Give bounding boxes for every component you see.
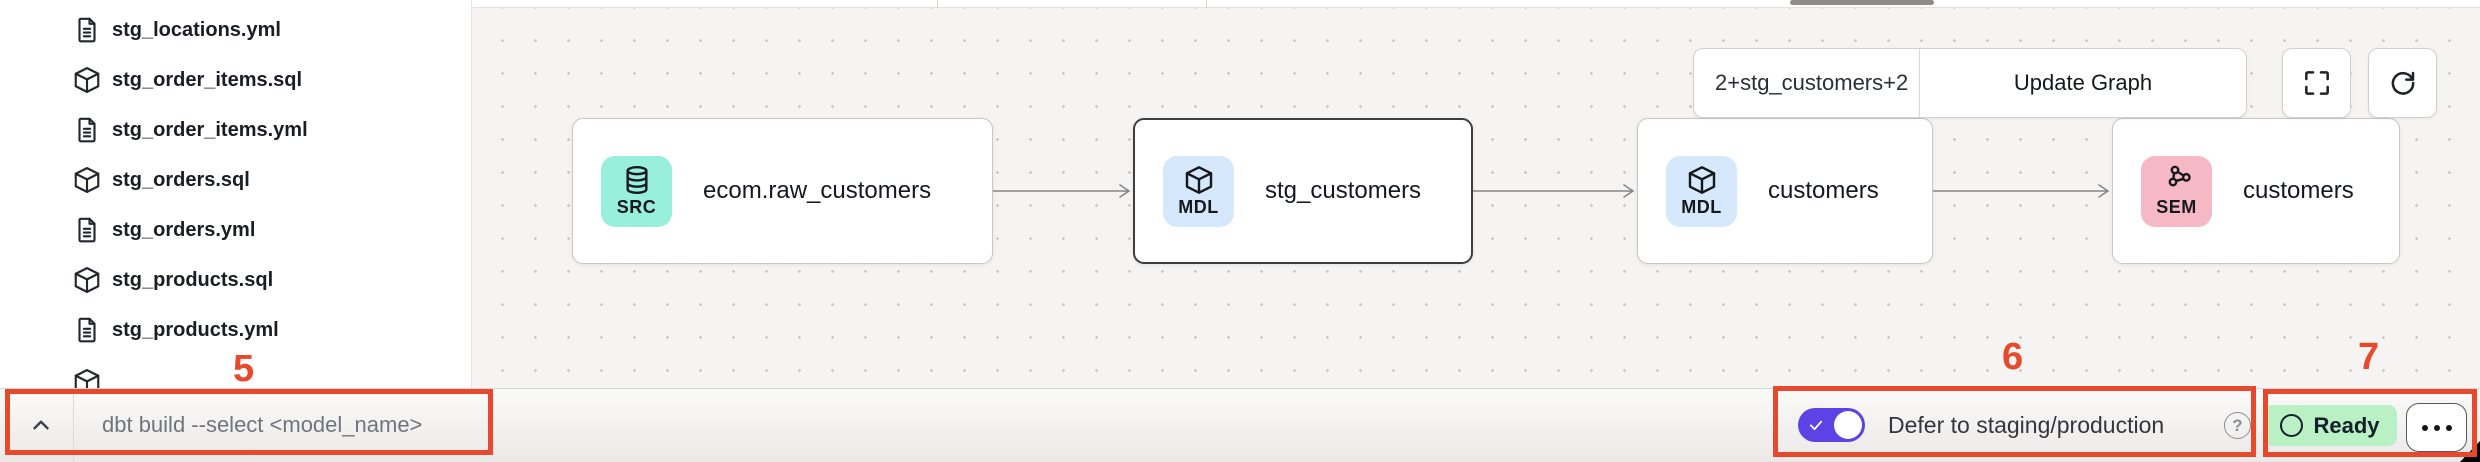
ellipsis-icon	[2445, 424, 2452, 431]
tab-divider	[937, 0, 938, 8]
file-name: stg_products.sql	[112, 268, 274, 291]
node-label: customers	[2243, 177, 2354, 204]
list-item[interactable]: stg_order_items.yml	[0, 105, 471, 155]
file-name: stg_order_items.sql	[112, 68, 303, 91]
list-item[interactable]: stg_orders.sql	[0, 155, 471, 205]
divider	[73, 389, 74, 462]
chevron-up-icon	[33, 420, 49, 430]
file-name: stg_orders.sql	[112, 168, 250, 191]
defer-toggle[interactable]	[1798, 408, 1865, 442]
model-cube-icon	[72, 265, 102, 295]
check-icon	[1809, 420, 1823, 431]
edge-arrow	[1472, 182, 1637, 200]
file-name: stg_locations.yml	[112, 18, 281, 41]
list-item[interactable]: stg_products.yml	[0, 305, 471, 355]
status-badge-ready[interactable]: Ready	[2263, 405, 2397, 446]
ready-label: Ready	[2313, 412, 2380, 438]
edge-arrow	[992, 182, 1133, 200]
lineage-node-semantic[interactable]: SEM customers	[2112, 118, 2400, 264]
edge-arrow	[1932, 182, 2112, 200]
selector-input[interactable]: 2+stg_customers+2	[1694, 49, 1920, 117]
file-tree-panel: stg_locations.yml stg_order_items.sql st…	[0, 0, 472, 388]
model-cube-icon	[72, 367, 102, 388]
editor-top-strip	[472, 0, 2480, 8]
node-label: ecom.raw_customers	[703, 177, 932, 204]
update-graph-button[interactable]: Update Graph	[2013, 70, 2153, 95]
model-cube-icon	[72, 165, 102, 195]
yml-file-icon	[72, 115, 102, 145]
node-type-label: SEM	[2156, 197, 2197, 217]
yml-file-icon	[72, 315, 102, 345]
mouse-cursor	[2460, 441, 2480, 462]
node-badge: SEM	[2141, 155, 2212, 227]
lineage-node-model-selected[interactable]: MDL stg_customers	[1133, 118, 1473, 264]
yml-file-icon	[72, 15, 102, 45]
collapse-panel-button[interactable]	[26, 410, 56, 440]
node-badge: MDL	[1666, 155, 1737, 227]
dbt-command-input[interactable]: dbt build --select <model_name>	[102, 412, 423, 437]
horizontal-scrollbar-thumb[interactable]	[1790, 0, 1934, 5]
node-type-label: SRC	[616, 197, 657, 217]
graph-selector-group: 2+stg_customers+2 Update Graph	[1693, 48, 2247, 118]
node-type-label: MDL	[1178, 197, 1219, 217]
semantic-graph-icon	[2168, 165, 2191, 187]
model-cube-icon	[1688, 166, 1715, 194]
command-status-bar	[0, 388, 2480, 462]
lineage-node-model[interactable]: MDL customers	[1637, 118, 1933, 264]
ellipsis-icon	[2421, 424, 2428, 431]
more-options-button[interactable]	[2406, 403, 2467, 452]
tab-divider	[1206, 0, 1207, 8]
node-label: customers	[1768, 177, 1879, 204]
file-name: stg_products.yml	[112, 318, 279, 341]
node-badge: MDL	[1163, 155, 1234, 227]
list-item[interactable]	[0, 357, 471, 388]
model-cube-icon	[1185, 166, 1212, 194]
list-item[interactable]: stg_orders.yml	[0, 205, 471, 255]
file-name: stg_order_items.yml	[112, 118, 308, 141]
model-cube-icon	[72, 65, 102, 95]
file-name: stg_orders.yml	[112, 218, 256, 241]
refresh-button[interactable]	[2368, 48, 2437, 118]
list-item[interactable]: stg_products.sql	[0, 255, 471, 305]
lineage-node-source[interactable]: SRC ecom.raw_customers	[572, 118, 993, 264]
ellipsis-icon	[2433, 424, 2440, 431]
help-icon[interactable]: ?	[2224, 412, 2251, 439]
toggle-knob	[1834, 411, 1862, 439]
list-item[interactable]: stg_locations.yml	[0, 5, 471, 55]
ready-ring-icon	[2280, 414, 2304, 437]
node-label: stg_customers	[1265, 177, 1422, 204]
database-icon	[625, 166, 648, 194]
fullscreen-icon	[2304, 71, 2329, 95]
yml-file-icon	[72, 215, 102, 245]
node-badge: SRC	[601, 155, 672, 227]
refresh-icon	[2391, 71, 2414, 95]
list-item[interactable]: stg_order_items.sql	[0, 55, 471, 105]
defer-label: Defer to staging/production	[1888, 411, 2165, 438]
fullscreen-button[interactable]	[2282, 48, 2351, 118]
node-type-label: MDL	[1681, 197, 1722, 217]
